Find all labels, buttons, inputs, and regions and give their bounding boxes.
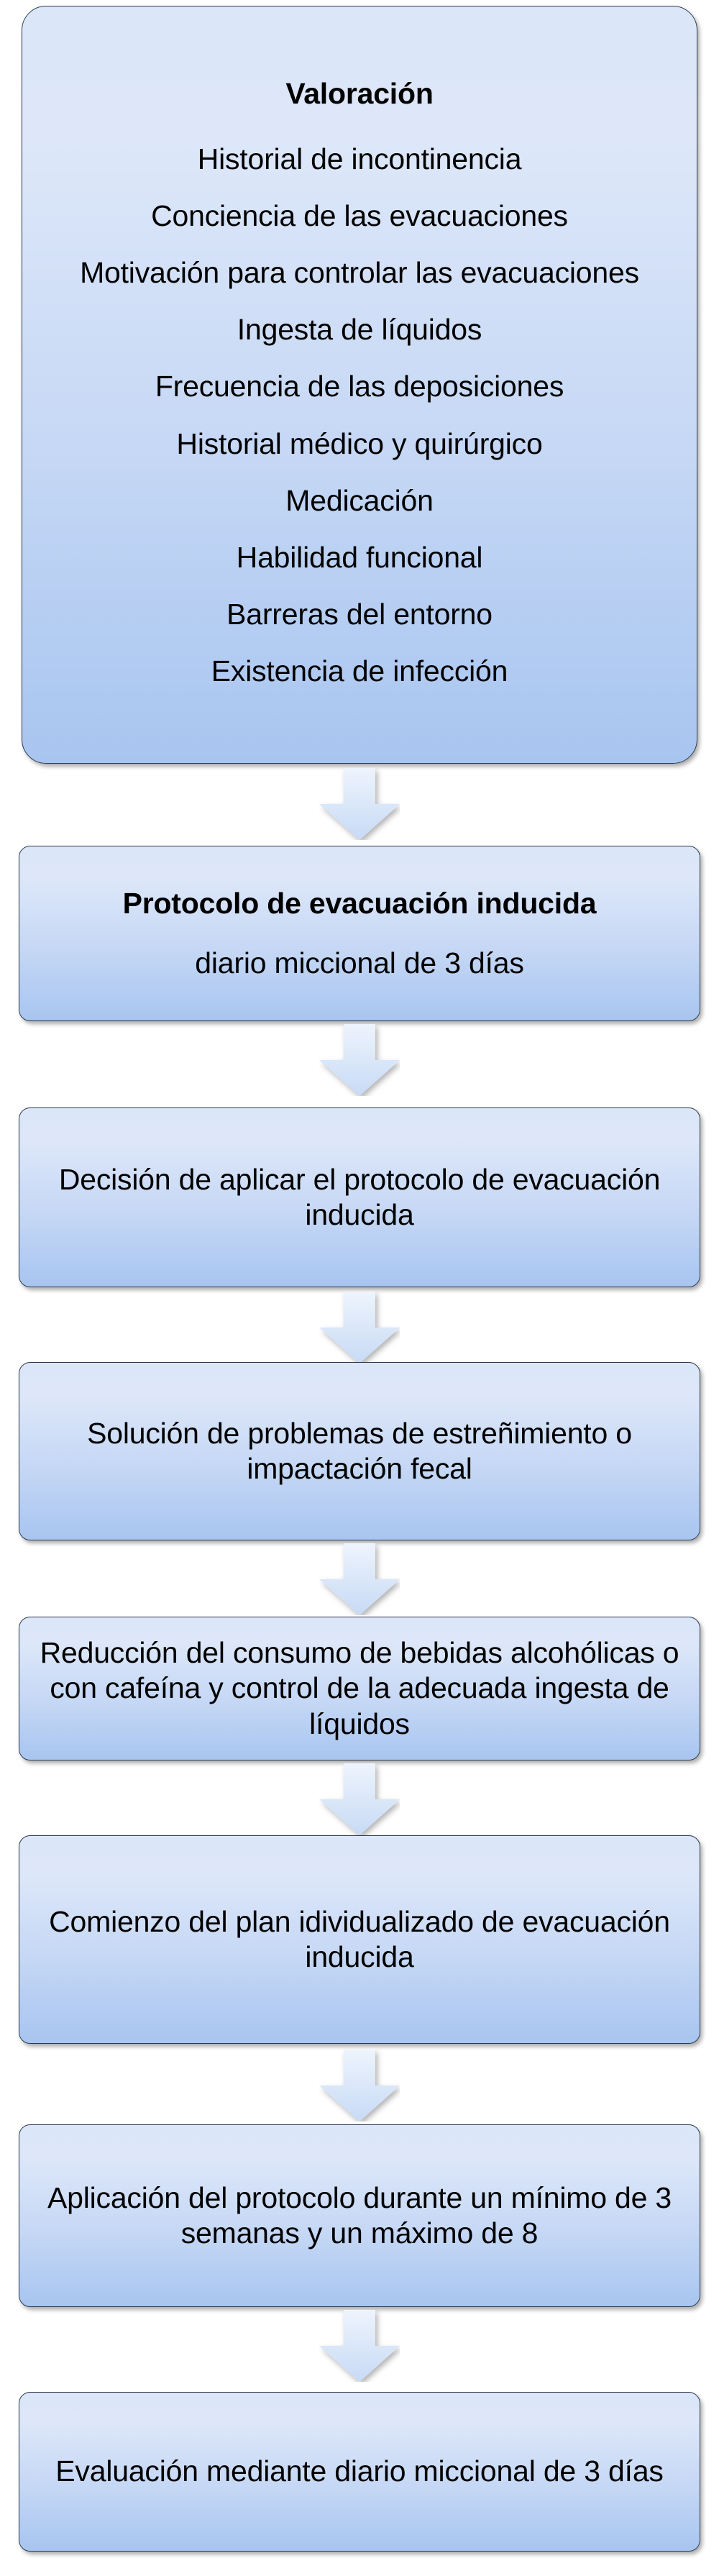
flow-node-fluids[interactable]: Reducción del consumo de bebidas alcohól… xyxy=(19,1617,700,1760)
plan-text: Comienzo del plan idividualizado de evac… xyxy=(49,1904,670,1973)
assessment-item-1: Historial de incontinencia xyxy=(197,142,522,175)
assessment-item-2: Conciencia de las evacuaciones xyxy=(151,198,568,232)
flow-node-constipation[interactable]: Solución de problemas de estreñimiento o… xyxy=(19,1362,700,1540)
assessment-heading: Valoración xyxy=(285,77,434,111)
flow-node-plan[interactable]: Comienzo del plan idividualizado de evac… xyxy=(19,1835,700,2044)
protocol-heading: Protocolo de evacuación inducida xyxy=(122,886,597,920)
assessment-item-9: Barreras del entorno xyxy=(226,598,493,631)
fluids-text: Reducción del consumo de bebidas alcohól… xyxy=(40,1636,679,1740)
down-block-arrow-icon xyxy=(319,1292,400,1364)
decision-text: Decisión de aplicar el protocolo de evac… xyxy=(58,1162,661,1231)
protocol-subtext: diario miccional de 3 días xyxy=(195,946,524,979)
flow-node-assessment[interactable]: Valoración Historial de incontinencia Co… xyxy=(22,6,697,764)
flow-node-evaluation[interactable]: Evaluación mediante diario miccional de … xyxy=(19,2392,700,2552)
duration-text: Aplicación del protocolo durante un míni… xyxy=(47,2180,672,2250)
down-block-arrow-icon xyxy=(319,1543,400,1615)
assessment-item-10: Existencia de infección xyxy=(211,654,508,688)
down-block-arrow-icon xyxy=(319,1763,400,1835)
assessment-item-6: Historial médico y quirúrgico xyxy=(176,426,543,460)
evaluation-text: Evaluación mediante diario miccional de … xyxy=(55,2454,664,2488)
down-block-arrow-icon xyxy=(319,2310,400,2382)
flow-node-duration[interactable]: Aplicación del protocolo durante un míni… xyxy=(19,2124,700,2307)
flow-node-protocol[interactable]: Protocolo de evacuación inducida diario … xyxy=(19,846,700,1021)
assessment-item-4: Ingesta de líquidos xyxy=(237,313,482,347)
assessment-item-7: Medicación xyxy=(285,483,434,517)
constipation-text: Solución de problemas de estreñimiento o… xyxy=(87,1416,632,1485)
down-block-arrow-icon xyxy=(319,2050,400,2121)
down-block-arrow-icon xyxy=(319,1024,400,1096)
flow-node-decision[interactable]: Decisión de aplicar el protocolo de evac… xyxy=(19,1107,700,1287)
down-block-arrow-icon xyxy=(319,768,400,840)
assessment-item-3: Motivación para controlar las evacuacion… xyxy=(80,256,639,290)
assessment-item-8: Habilidad funcional xyxy=(236,540,483,574)
assessment-item-5: Frecuencia de las deposiciones xyxy=(155,370,564,403)
